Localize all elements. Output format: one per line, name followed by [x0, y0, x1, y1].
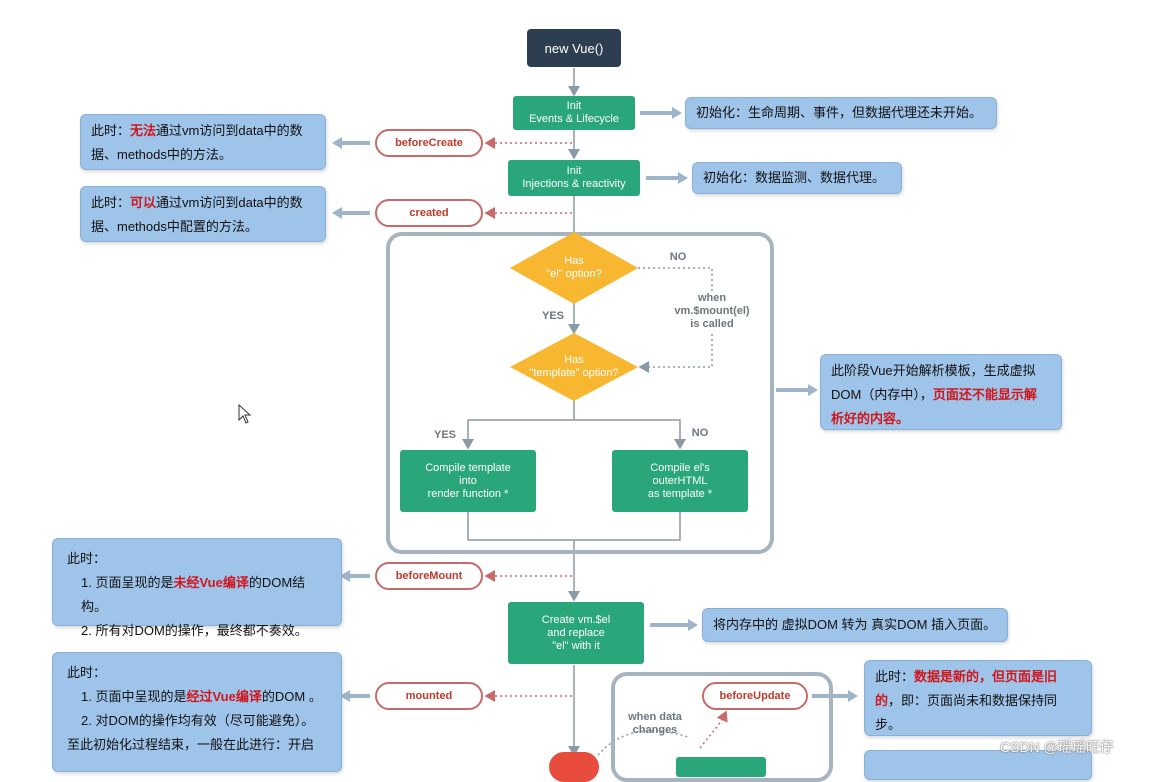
create-el-node: Create vm.$el and replace "el" with it [508, 602, 644, 664]
note-init-events: 初始化：生命周期、事件，但数据代理还未开始。 [685, 97, 997, 129]
has-template-line1: Has [564, 354, 584, 366]
new-vue-node: new Vue() [527, 29, 621, 67]
hook-before-update: beforeUpdate [702, 682, 808, 710]
label-when-data-changes: when data changes [628, 711, 682, 736]
label-no-template: NO [691, 427, 709, 439]
has-template-line2: "template" option? [529, 367, 619, 379]
init-events-node: Init Events & Lifecycle [513, 96, 635, 130]
label-yes-el: YES [541, 310, 564, 322]
note-mounted: 此时： 1. 页面中呈现的是经过Vue编译的DOM 。 2. 对DOM的操作均有… [52, 652, 342, 772]
label-yes-template: YES [433, 429, 456, 441]
template-phase-container [386, 232, 774, 554]
note-before-update: 此时：数据是新的，但页面是旧 的，即：页面尚未和数据保持同 步。 [864, 660, 1092, 736]
hook-mounted: mounted [375, 682, 483, 710]
update-green-node [676, 757, 766, 777]
watermark: CSDN @瑶瑶旺仔 [1000, 739, 1114, 755]
hook-before-create: beforeCreate [375, 129, 483, 157]
note-before-mount: 此时： 1. 页面呈现的是未经Vue编译的DOM结构。 2. 所有对DOM的操作… [52, 538, 342, 638]
has-el-diamond: Has "el" option? [510, 232, 638, 304]
mouse-cursor-icon [238, 404, 252, 424]
note-created: 此时：可以通过vm访问到data中的数 据、methods中配置的方法。 [80, 186, 326, 242]
label-when-mount: when vm.$mount(el) is called [660, 292, 764, 331]
note-create-el: 将内存中的 虚拟DOM 转为 真实DOM 插入页面。 [702, 608, 1008, 642]
connectors [332, 68, 858, 757]
hook-created: created [375, 199, 483, 227]
compile-template-node: Compile template into render function * [400, 450, 536, 512]
init-injections-line1: Init [566, 165, 582, 177]
has-template-diamond: Has "template" option? [510, 333, 638, 401]
init-events-line1: Init [566, 100, 582, 112]
update-circle-node [549, 752, 599, 782]
has-el-line2: "el" option? [546, 268, 602, 280]
init-injections-line2: Injections & reactivity [522, 178, 626, 190]
has-el-line1: Has [564, 255, 584, 267]
note-template-phase: 此阶段Vue开始解析模板，生成虚拟 DOM（内存中），页面还不能显示解 析好的内… [820, 354, 1062, 430]
compile-el-node: Compile el's outerHTML as template * [612, 450, 748, 512]
note-before-create: 此时：无法通过vm访问到data中的数 据、methods中的方法。 [80, 114, 326, 170]
note-init-injections: 初始化：数据监测、数据代理。 [692, 162, 902, 194]
label-no-el: NO [669, 251, 687, 263]
init-injections-node: Init Injections & reactivity [508, 160, 640, 196]
hook-before-mount: beforeMount [375, 562, 483, 590]
init-events-line2: Events & Lifecycle [529, 113, 619, 125]
